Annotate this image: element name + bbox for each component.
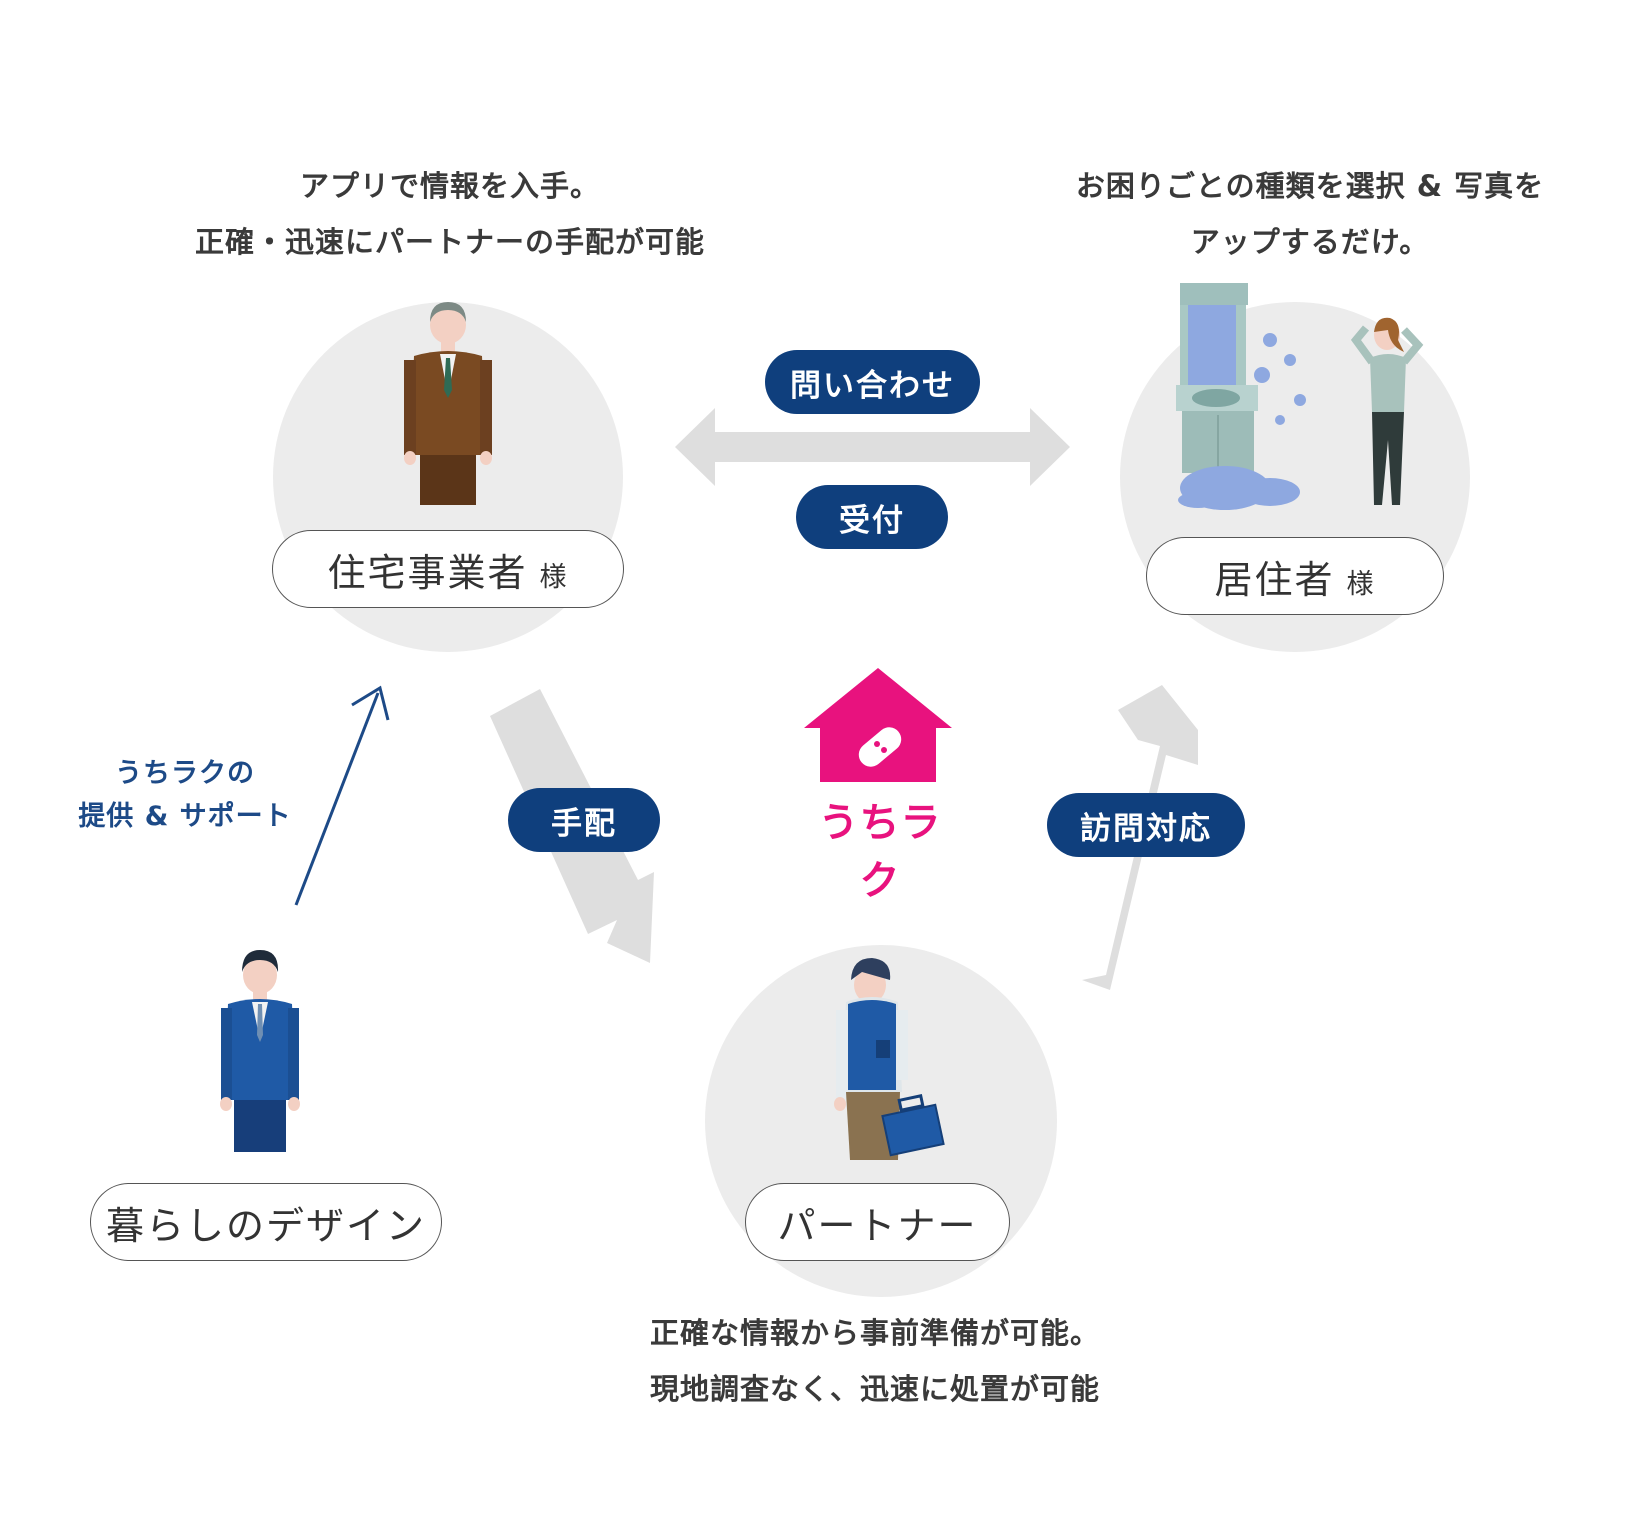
- partner-person-illustration: [834, 958, 945, 1160]
- partner-label: パートナー: [777, 1203, 978, 1248]
- partner-node-label: パートナー: [745, 1183, 1010, 1261]
- business-person-illustration: [404, 302, 492, 505]
- double-arrow: [675, 408, 1070, 486]
- uchiraku-logo-icon: [804, 668, 952, 782]
- visit-badge: 訪問対応: [1047, 793, 1245, 857]
- resident-caption-line1: お困りごとの種類を選択 & 写真を: [1075, 169, 1545, 203]
- partner-caption: 正確な情報から事前準備が可能。 現地調査なく、迅速に処置が可能: [570, 1305, 1180, 1417]
- provider-person-illustration: [220, 950, 300, 1152]
- reception-badge: 受付: [796, 485, 948, 549]
- provider-node-label: 暮らしのデザイン: [90, 1183, 442, 1261]
- provider-label: 暮らしのデザイン: [105, 1203, 426, 1248]
- support-label: うちラクの 提供 & サポート: [55, 752, 315, 838]
- arrange-badge: 手配: [508, 788, 660, 852]
- business-caption: アプリで情報を入手。 正確・迅速にパートナーの手配が可能: [140, 158, 760, 270]
- resident-suffix: 様: [1346, 568, 1376, 600]
- resident-label: 居住者: [1214, 557, 1335, 602]
- resident-node-label: 居住者 様: [1146, 537, 1444, 615]
- partner-caption-line2: 現地調査なく、迅速に処置が可能: [649, 1372, 1100, 1406]
- support-label-line1: うちラクの: [115, 758, 255, 789]
- business-node-label: 住宅事業者 様: [272, 530, 624, 608]
- inquiry-badge: 問い合わせ: [765, 350, 980, 414]
- partner-caption-line1: 正確な情報から事前準備が可能。: [649, 1316, 1100, 1350]
- business-caption-line2: 正確・迅速にパートナーの手配が可能: [194, 225, 705, 259]
- resident-caption: お困りごとの種類を選択 & 写真を アップするだけ。: [1010, 158, 1610, 270]
- business-caption-line1: アプリで情報を入手。: [299, 169, 600, 203]
- support-arrow: [294, 685, 390, 906]
- resident-illustration: [1176, 283, 1424, 510]
- business-suffix: 様: [539, 561, 569, 593]
- support-label-line2: 提供 & サポート: [78, 801, 292, 832]
- resident-caption-line2: アップするだけ。: [1190, 225, 1430, 259]
- business-label: 住宅事業者: [327, 550, 528, 595]
- uchiraku-logo-text: うちラク: [818, 800, 942, 904]
